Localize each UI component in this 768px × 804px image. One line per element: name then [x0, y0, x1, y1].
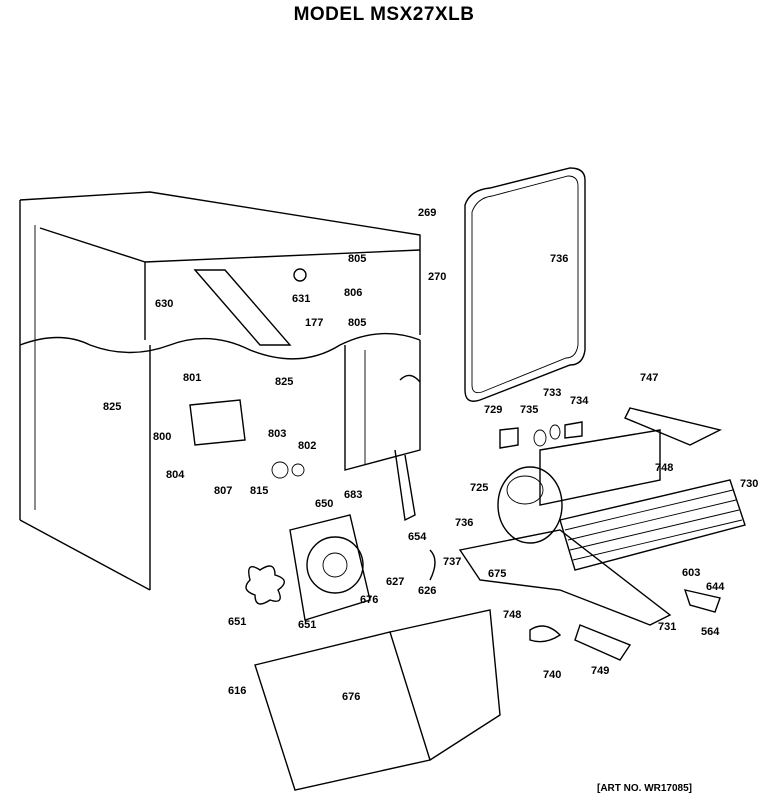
small-parts-drawing — [189, 268, 721, 661]
gasket-drawing — [464, 167, 586, 402]
part-label: 654 — [408, 531, 427, 543]
part-label: 630 — [155, 298, 173, 310]
diagram-title: MODEL MSX27XLB — [293, 4, 475, 25]
part-label: 631 — [292, 293, 310, 305]
part-label: 748 — [655, 462, 673, 474]
part-label: 736 — [455, 517, 473, 529]
bracket-drawing — [539, 407, 723, 506]
part-label: 736 — [550, 253, 568, 265]
part-label: 733 — [543, 387, 561, 399]
access-panel-drawing — [254, 609, 501, 791]
part-label: 731 — [658, 621, 676, 633]
part-label: 806 — [344, 287, 362, 299]
art-number: [ART NO. WR17085] — [596, 783, 692, 794]
cabinet-drawing — [19, 191, 421, 591]
part-label: 651 — [298, 619, 316, 631]
part-label: 804 — [166, 469, 185, 481]
part-label: 805 — [348, 253, 366, 265]
part-label: 801 — [183, 372, 201, 384]
part-label: 626 — [418, 585, 436, 597]
part-label: 800 — [153, 431, 171, 443]
part-label: 749 — [591, 665, 609, 677]
base-pan-drawing — [458, 529, 672, 626]
part-label: 650 — [315, 498, 333, 510]
part-label: 725 — [470, 482, 488, 494]
part-label: 735 — [520, 404, 538, 416]
part-label: 676 — [360, 594, 378, 606]
part-label: 603 — [682, 567, 700, 579]
part-label: 616 — [228, 685, 246, 697]
part-label: 269 — [418, 207, 436, 219]
part-label: 825 — [275, 376, 293, 388]
part-label: 683 — [344, 489, 362, 501]
part-label: 564 — [701, 626, 720, 638]
part-label: 627 — [386, 576, 404, 588]
part-label: 737 — [443, 556, 461, 568]
part-label: 651 — [228, 616, 246, 628]
compressor-drawing — [497, 466, 563, 544]
part-label: 815 — [250, 485, 268, 497]
fan-blade-drawing — [245, 565, 285, 605]
part-label: 734 — [570, 395, 589, 407]
part-label: 730 — [740, 478, 758, 490]
part-label: 747 — [640, 372, 658, 384]
part-label: 825 — [103, 401, 121, 413]
part-label: 644 — [706, 581, 725, 593]
part-label: 805 — [348, 317, 366, 329]
part-label: 675 — [488, 568, 506, 580]
condenser-drawing — [559, 479, 746, 571]
part-label: 740 — [543, 669, 561, 681]
fan-shroud-drawing — [289, 514, 371, 621]
part-label: 676 — [342, 691, 360, 703]
part-labels: 269 805 270 631 630 806 805 177 736 747 … — [103, 207, 758, 703]
part-label: 748 — [503, 609, 521, 621]
part-label: 270 — [428, 271, 446, 283]
part-label: 807 — [214, 485, 232, 497]
part-label: 803 — [268, 428, 286, 440]
part-label: 802 — [298, 440, 316, 452]
part-label: 177 — [305, 317, 323, 329]
part-label: 729 — [484, 404, 502, 416]
